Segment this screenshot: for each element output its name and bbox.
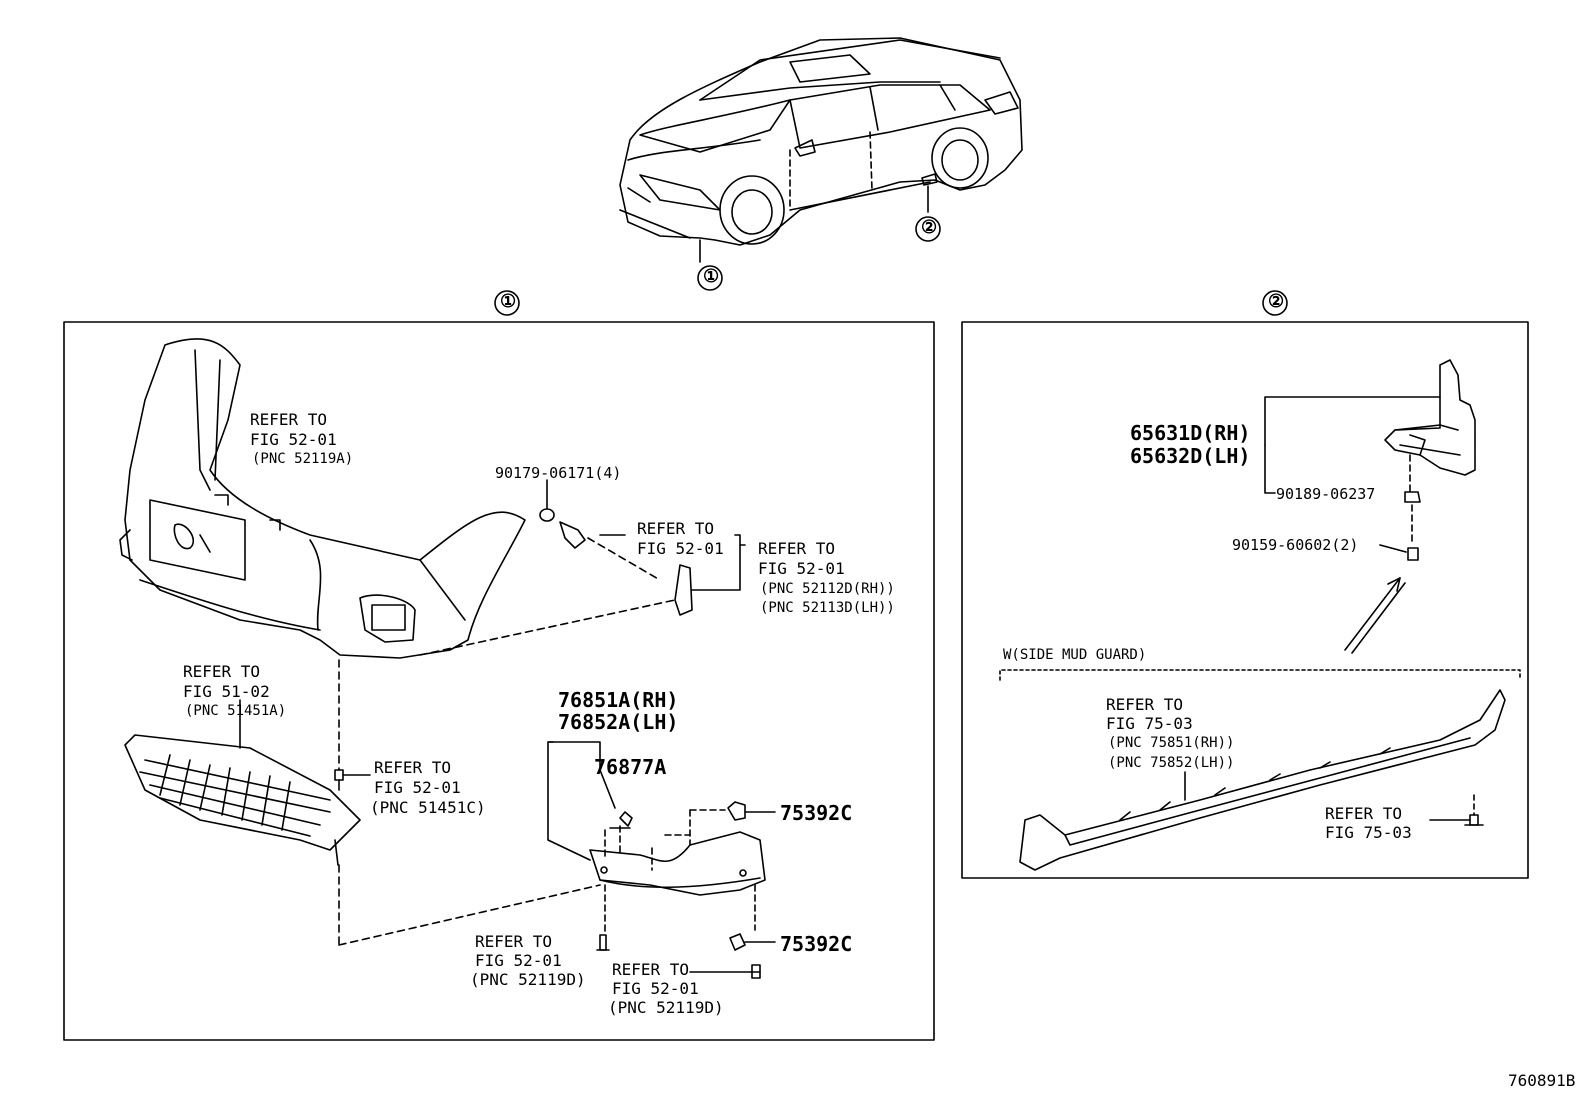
refer-line: REFER TO — [758, 539, 836, 558]
part-75392c-top: 75392C — [780, 801, 853, 825]
pnc-line-lh: (PNC 75852(LH)) — [1108, 755, 1235, 771]
pnc-line-rh: (PNC 75851(RH)) — [1108, 735, 1235, 751]
vehicle-overview — [619, 37, 1023, 291]
fig-line: FIG 52-01 — [758, 559, 845, 578]
refer-line: REFER TO — [637, 519, 715, 538]
pnc-line: (PNC 52119D) — [470, 970, 586, 989]
pnc-line-lh: (PNC 52113D(LH)) — [760, 600, 895, 616]
refer-line: REFER TO — [183, 662, 261, 681]
pnc-line: (PNC 51451C) — [370, 798, 486, 817]
mud-guard-part — [1384, 359, 1476, 476]
side-mud-guard-label: W(SIDE MUD GUARD) — [1003, 647, 1147, 663]
fig-line: FIG 51-02 — [183, 682, 270, 701]
panel-2-frame — [961, 321, 1529, 879]
fig-line: FIG 52-01 — [612, 979, 699, 998]
part-90189-06237: 90189-06237 — [1276, 485, 1376, 503]
part-76852a-lh: 76852A(LH) — [558, 710, 679, 734]
refer-line: REFER TO — [250, 410, 328, 429]
callout-1-panel: ① — [500, 291, 517, 312]
pnc-line: (PNC 52119A) — [252, 451, 354, 467]
callout-2-panel: ② — [1268, 291, 1285, 312]
part-75392c-bottom: 75392C — [780, 932, 853, 956]
part-76877a: 76877A — [594, 755, 667, 779]
fig-line: FIG 52-01 — [374, 778, 461, 797]
fig-line: FIG 75-03 — [1106, 714, 1193, 733]
front-bumper-cover — [119, 338, 526, 659]
refer-line: REFER TO — [475, 932, 553, 951]
refer-line: REFER TO — [374, 758, 452, 777]
part-76851a-rh: 76851A(RH) — [558, 688, 679, 712]
callout-1-car: ① — [703, 266, 720, 287]
part-90159-60602: 90159-60602(2) — [1232, 536, 1359, 554]
refer-line: REFER TO — [1106, 695, 1184, 714]
fig-line: FIG 52-01 — [475, 951, 562, 970]
part-65632d-lh: 65632D(LH) — [1130, 444, 1251, 468]
fig-line: FIG 75-03 — [1325, 823, 1412, 842]
spoiler-bracket — [589, 809, 766, 936]
refer-line: REFER TO — [1325, 804, 1403, 823]
figure-id: 760891B — [1508, 1071, 1576, 1090]
engine-under-cover — [124, 699, 361, 866]
part-65631d-rh: 65631D(RH) — [1130, 421, 1251, 445]
pnc-line: (PNC 51451A) — [185, 703, 287, 719]
pnc-line: (PNC 52119D) — [608, 998, 724, 1017]
pnc-line-rh: (PNC 52112D(RH)) — [760, 581, 895, 597]
fig-line: FIG 52-01 — [250, 430, 337, 449]
panel-1-frame — [63, 321, 935, 1041]
part-90179-06171: 90179-06171(4) — [495, 464, 622, 482]
rocker-panel — [1019, 689, 1506, 871]
callout-2-car: ② — [921, 217, 938, 238]
refer-line: REFER TO — [612, 960, 690, 979]
fig-line: FIG 52-01 — [637, 539, 724, 558]
